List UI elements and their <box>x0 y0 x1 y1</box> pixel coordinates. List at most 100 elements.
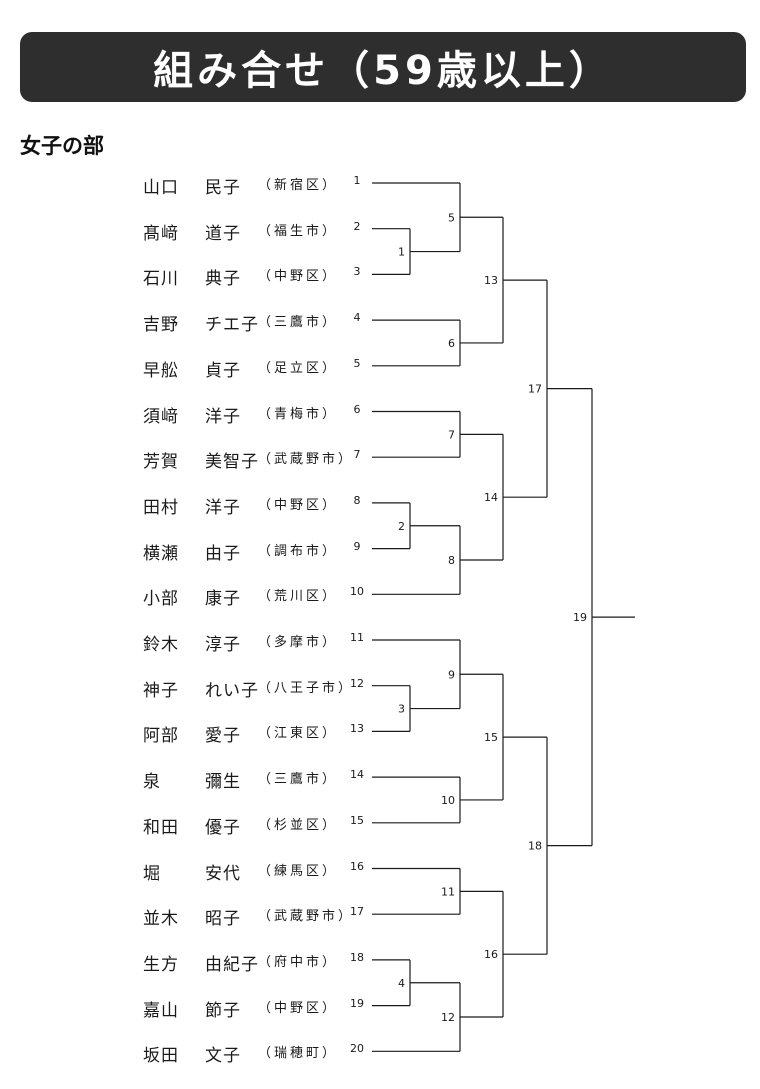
player-given-name: 典子 <box>205 269 241 290</box>
player-club: （武蔵野市） <box>258 452 355 468</box>
player-family-name: 嘉山 <box>143 1000 179 1021</box>
entry-row: 和田優子 （杉並区） 15 <box>0 808 760 838</box>
player-family-name: 芳賀 <box>143 452 179 473</box>
player-name: 田村洋子 <box>143 493 241 518</box>
page-title: 組み合せ（59歳以上） <box>153 48 613 94</box>
match-number: 2 <box>398 520 405 533</box>
entry-row: 並木昭子 （武蔵野市）17 <box>0 899 760 929</box>
draw-number: 17 <box>350 905 364 919</box>
player-club: （杉並区） <box>258 817 339 833</box>
entry-row: 坂田文子（瑞穂町）20 <box>0 1036 760 1066</box>
draw-number: 3 <box>353 265 361 279</box>
draw-number: 15 <box>350 813 364 827</box>
draw-number: 6 <box>353 402 361 416</box>
player-family-name: 坂田 <box>143 1046 179 1067</box>
player-given-name: 節子 <box>205 1000 241 1021</box>
player-name: 石川 典子 <box>143 264 241 289</box>
draw-number: 2 <box>353 219 361 233</box>
match-number: 8 <box>448 554 455 567</box>
match-number: 13 <box>484 274 498 287</box>
draw-number: 1 <box>353 174 361 187</box>
player-club: （瑞穂町） <box>258 1046 339 1062</box>
player-club: （中野区） <box>258 1000 339 1016</box>
player-given-name: 民子 <box>205 178 241 198</box>
entry-row: 早舩 貞子 （足立区） 5 <box>0 351 760 381</box>
player-club: （新宿区） <box>258 178 339 193</box>
draw-number: 5 <box>353 356 361 370</box>
player-name: 坂田 文子 <box>143 1041 241 1066</box>
player-family-name: 神子 <box>143 680 179 701</box>
player-club: （八王子市） <box>258 680 355 696</box>
match-number: 17 <box>528 383 542 396</box>
draw-number: 4 <box>353 311 361 325</box>
draw-number: 14 <box>350 768 364 782</box>
player-family-name: 阿部 <box>143 726 179 747</box>
player-family-name: 山口 <box>143 178 179 198</box>
player-family-name: 泉 <box>143 772 161 793</box>
player-family-name: 横瀬 <box>143 543 179 564</box>
match-number: 9 <box>448 668 455 681</box>
player-family-name: 石川 <box>143 269 179 290</box>
entry-row: 山口 民子 （新宿区） 1 <box>0 168 760 198</box>
player-club: （中野区） <box>258 497 339 513</box>
player-name: 小部康子 <box>143 584 241 609</box>
match-number: 10 <box>441 794 455 807</box>
draw-number: 19 <box>350 996 364 1010</box>
player-given-name: 由子 <box>205 543 241 564</box>
entry-row: 吉野チエ子（三鷹市） 4 <box>0 305 760 335</box>
player-club: （荒川区） <box>258 589 339 605</box>
player-given-name: 彌生 <box>205 772 241 793</box>
match-number: 18 <box>528 840 542 853</box>
player-family-name: 和田 <box>143 817 179 838</box>
player-name: 早舩 貞子 <box>143 356 241 381</box>
entry-row: 田村洋子（中野区）8 <box>0 488 760 518</box>
match-number: 12 <box>441 1011 455 1024</box>
player-given-name: 昭子 <box>205 909 241 930</box>
section-heading: 女子の部 <box>20 134 104 158</box>
draw-number: 16 <box>350 859 364 873</box>
match-number: 7 <box>448 428 455 441</box>
player-name: 和田優子 <box>143 813 241 838</box>
match-number: 5 <box>448 211 455 224</box>
player-given-name: 文子 <box>205 1046 241 1067</box>
title-banner: 組み合せ（59歳以上） <box>20 32 746 102</box>
player-name: 阿部 愛子 <box>143 721 241 746</box>
draw-number: 9 <box>353 539 361 553</box>
player-family-name: 髙﨑 <box>143 223 179 244</box>
player-club: （武蔵野市） <box>258 909 355 925</box>
draw-number: 13 <box>350 722 364 736</box>
match-number: 14 <box>484 491 498 504</box>
entry-row: 泉彌生（三鷹市）14 <box>0 762 760 792</box>
player-name: 並木昭子 <box>143 904 241 929</box>
entry-row: 横瀬 由子 （調布市） 9 <box>0 534 760 564</box>
player-club: （中野区） <box>258 269 339 285</box>
player-name: 山口 民子 <box>143 173 241 198</box>
match-number: 16 <box>484 948 498 961</box>
player-family-name: 堀 <box>143 863 161 884</box>
player-name: 吉野チエ子 <box>143 310 259 335</box>
player-club: （青梅市） <box>258 406 339 422</box>
player-given-name: 由紀子 <box>205 954 259 975</box>
player-club: （足立区） <box>258 360 339 376</box>
player-club: （府中市） <box>258 954 339 970</box>
entry-row: 神子れい子（八王子市）12 <box>0 671 760 701</box>
match-number: 3 <box>398 703 405 716</box>
match-number: 4 <box>398 977 405 990</box>
player-given-name: 愛子 <box>205 726 241 747</box>
entry-row: 石川 典子 （中野区） 3 <box>0 259 760 289</box>
player-family-name: 早舩 <box>143 360 179 381</box>
player-given-name: 洋子 <box>205 406 241 427</box>
match-number: 11 <box>441 885 455 898</box>
player-club: （三鷹市） <box>258 315 339 331</box>
entry-row: 鈴木淳子（多摩市）11 <box>0 625 760 655</box>
player-club: （多摩市） <box>258 635 339 650</box>
entry-row: 芳賀美智子（武蔵野市）7 <box>0 442 760 472</box>
player-club: （江東区） <box>258 726 339 742</box>
player-club: （調布市） <box>258 543 339 559</box>
player-given-name: 貞子 <box>205 360 241 381</box>
